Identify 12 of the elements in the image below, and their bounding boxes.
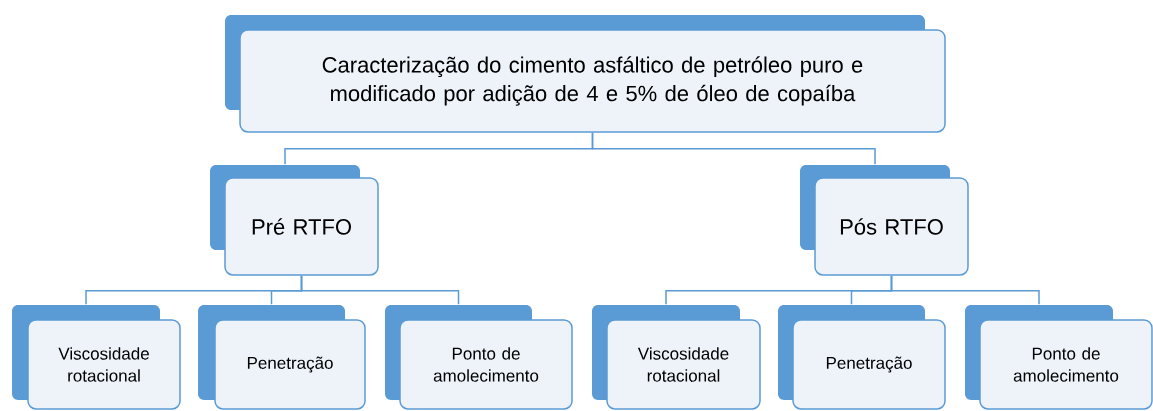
process-box: Viscosidade rotacional bbox=[12, 305, 181, 410]
process-box: Pós RTFO bbox=[800, 165, 969, 276]
connector-line bbox=[300, 275, 460, 305]
process-box: Penetração bbox=[778, 305, 946, 410]
process-box: Ponto de amolecimento bbox=[385, 305, 573, 410]
process-box: Caracterização do cimento asfáltico de petróleo puro e modificado por adição de 4 e 5% de óleo de copaíba bbox=[225, 15, 946, 133]
process-box: Pré RTFO bbox=[210, 165, 379, 276]
process-box: Ponto de amolecimento bbox=[965, 305, 1153, 410]
connector-line bbox=[890, 275, 1040, 305]
connector-line bbox=[591, 132, 876, 165]
process-box: Penetração bbox=[198, 305, 366, 410]
process-box: Viscosidade rotacional bbox=[592, 305, 761, 410]
